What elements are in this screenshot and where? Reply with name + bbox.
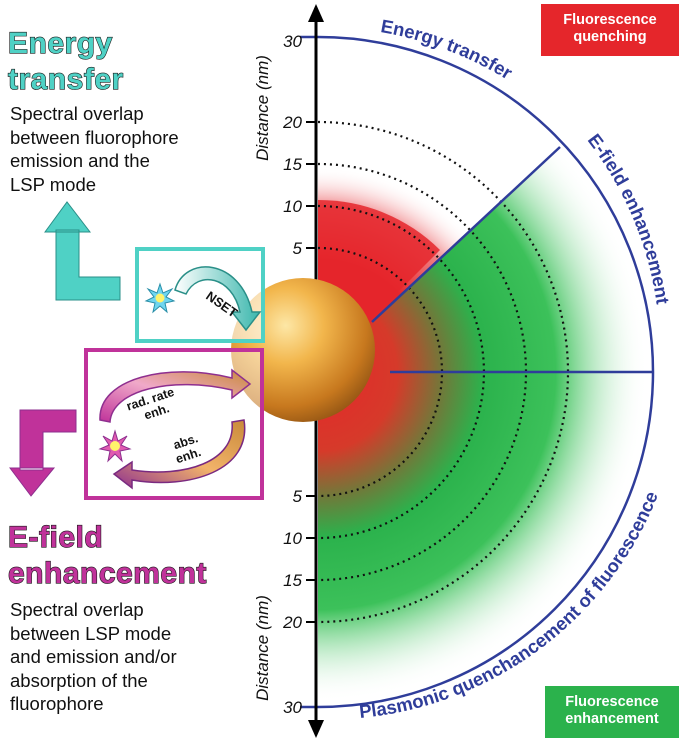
star-burst-icon — [144, 282, 176, 314]
ring-15 — [317, 162, 528, 582]
ring-5 — [317, 246, 444, 498]
distance-rings — [317, 120, 570, 624]
axis-label-top: Distance (nm) — [253, 55, 272, 161]
nset-arrow — [174, 266, 262, 332]
divider-upper — [371, 146, 561, 323]
tick-top-5: 5 — [293, 239, 303, 258]
star-burst-icon — [98, 429, 132, 463]
rad-rate-arrow — [99, 368, 252, 423]
fluorescence-quenching-badge: Fluorescence quenching — [541, 4, 679, 56]
enhancement-region — [318, 147, 649, 703]
fluorescence-enhancement-badge: Fluorescence enhancement — [545, 686, 679, 738]
tick-bottom-15: 15 — [283, 571, 302, 590]
arc-label-energy-transfer: Energy transfer — [379, 15, 516, 83]
abs-arrow — [112, 419, 246, 490]
tick-bottom-10: 10 — [283, 529, 302, 548]
efield-enhancement-description: Spectral overlap between LSP mode and em… — [10, 599, 177, 714]
tick-top-10: 10 — [283, 197, 302, 216]
abs-label: abs. enh. — [170, 430, 208, 466]
distance-axis: 30 20 15 10 5 5 10 15 20 30 Distance (nm… — [253, 4, 324, 738]
magenta-down-left-angle-arrow — [9, 409, 77, 497]
ring-10 — [317, 204, 486, 540]
tick-top-15: 15 — [283, 155, 302, 174]
energy-transfer-heading: Energy transfer — [7, 26, 124, 96]
tick-bottom-5: 5 — [293, 487, 303, 506]
sector-lines — [300, 35, 655, 709]
teal-up-right-angle-arrow — [44, 201, 121, 301]
tick-bottom-20: 20 — [282, 613, 302, 632]
tick-top-20: 20 — [282, 113, 302, 132]
energy-transfer-description: Spectral overlap between fluorophore emi… — [10, 103, 179, 195]
axis-label-bottom: Distance (nm) — [253, 595, 272, 701]
axis-arrow-top — [308, 4, 324, 22]
gold-sphere-icon — [231, 278, 375, 422]
tick-bottom-30: 30 — [283, 698, 302, 717]
axis-arrow-bottom — [308, 720, 324, 738]
tick-top-30: 30 — [283, 32, 302, 51]
efield-enhancement-heading: E-field enhancement — [7, 520, 207, 590]
